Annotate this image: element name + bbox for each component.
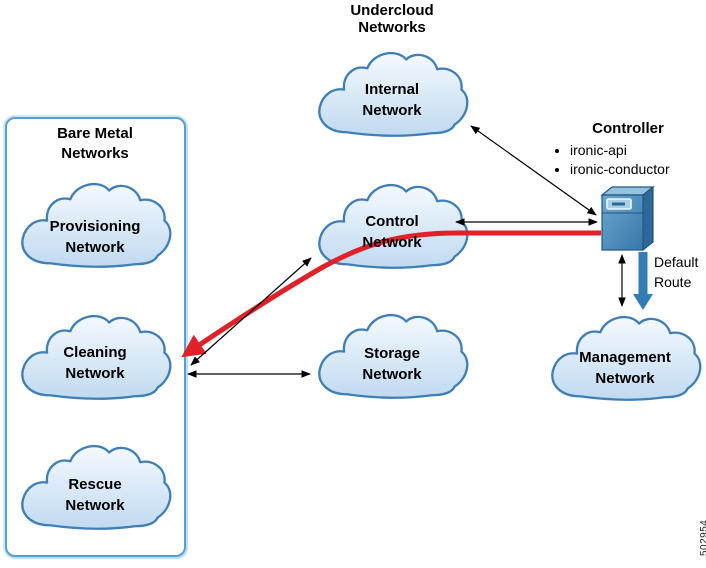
default-route-label-line1: Default — [654, 254, 699, 270]
storage-network-label: Storage Network — [312, 343, 472, 385]
rescue-label-line2: Network — [65, 497, 125, 514]
storage-label-line1: Storage — [364, 345, 420, 362]
arrow-control-to-cleaning — [190, 257, 312, 366]
controller-services-list: ironic-api ironic-conductor — [556, 141, 670, 179]
control-network-label: Control Network — [312, 211, 472, 253]
bare-metal-title-line2: Networks — [61, 145, 129, 162]
cleaning-label-line2: Network — [65, 365, 125, 382]
bare-metal-networks-title: Bare Metal Networks — [15, 124, 175, 164]
provisioning-label-line1: Provisioning — [49, 218, 141, 235]
controller-title: Controller — [592, 120, 664, 137]
undercloud-networks-title: Undercloud Networks — [310, 2, 474, 36]
internal-label-line1: Internal — [364, 81, 420, 98]
provisioning-network-label: Provisioning Network — [15, 216, 175, 258]
bare-metal-title-line1: Bare Metal — [57, 125, 133, 142]
internal-network-label: Internal Network — [312, 79, 472, 121]
management-network-label: Management Network — [545, 347, 705, 389]
controller-service-ironic-conductor: ironic-conductor — [570, 160, 670, 179]
arrow-internal-to-controller — [470, 125, 597, 216]
storage-label-line2: Network — [362, 366, 422, 383]
server-icon — [600, 185, 655, 252]
cleaning-label-line1: Cleaning — [63, 344, 127, 361]
cleaning-network-label: Cleaning Network — [15, 342, 175, 384]
control-label-line2: Network — [362, 234, 422, 251]
default-route-label: Default Route — [654, 252, 698, 292]
control-label-line1: Control — [365, 213, 419, 230]
undercloud-networks-title-line1: Undercloud — [350, 2, 434, 19]
rescue-network-label: Rescue Network — [15, 474, 175, 516]
undercloud-networks-title-line2: Networks — [358, 19, 426, 36]
management-label-line1: Management — [579, 349, 671, 366]
internal-label-line2: Network — [362, 102, 422, 119]
default-route-arrow — [633, 252, 653, 310]
provisioning-label-line2: Network — [65, 239, 125, 256]
management-label-line2: Network — [595, 370, 655, 387]
rescue-label-line1: Rescue — [68, 476, 122, 493]
controller-service-ironic-api: ironic-api — [570, 141, 670, 160]
figure-number: 502954 — [699, 519, 706, 556]
default-route-label-line2: Route — [654, 274, 692, 290]
